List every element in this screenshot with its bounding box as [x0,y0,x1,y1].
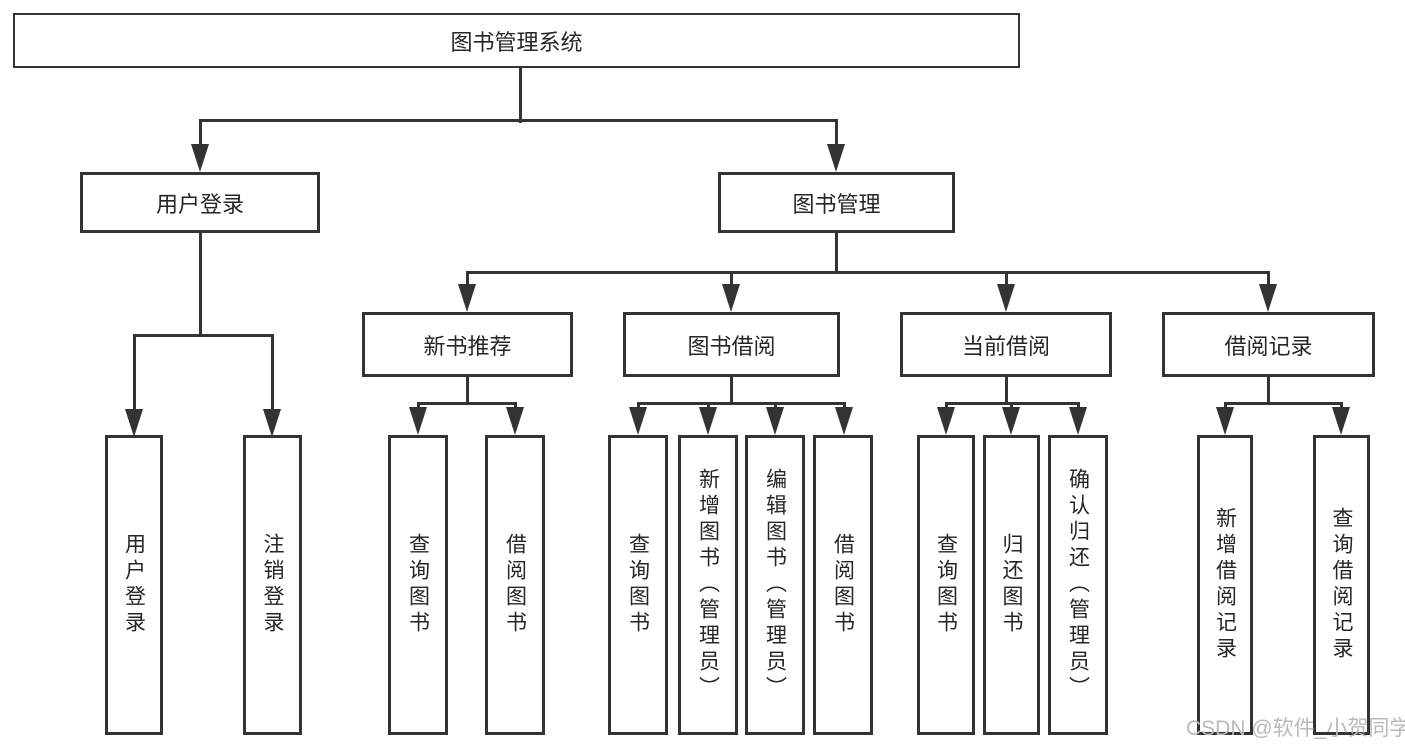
arrowhead-down-icon [766,407,784,435]
leaf-query-books-current-label: 查询图书 [934,533,958,637]
connector-line-vertical [271,335,274,413]
leaf-edit-books-admin-label: 编辑图书（管理员） [763,468,787,702]
arrowhead-down-icon [937,407,955,435]
leaf-query-books-borrowing-label: 查询图书 [626,533,650,637]
connector-line-horizontal [199,119,838,122]
node-user-login: 用户登录 [80,172,320,233]
arrowhead-down-icon [699,407,717,435]
node-new-book-recommendation: 新书推荐 [362,312,573,377]
leaf-return-books-label: 归还图书 [1000,533,1023,637]
node-book-borrowing-label: 图书借阅 [687,333,776,359]
leaf-user-login: 用户登录 [105,435,163,735]
connector-line-vertical [466,272,469,288]
connector-line-horizontal [417,402,517,405]
leaf-query-books-current: 查询图书 [917,435,975,735]
leaf-user-login-label: 用户登录 [122,533,146,637]
leaf-add-books-admin-label: 新增图书（管理员） [696,468,720,702]
leaf-logout: 注销登录 [243,435,302,735]
leaf-confirm-return-admin: 确认归还（管理员） [1048,435,1108,735]
leaf-confirm-return-admin-label: 确认归还（管理员） [1066,468,1090,702]
arrowhead-down-icon [997,284,1015,312]
node-library-system: 图书管理系统 [13,13,1020,68]
leaf-borrow-books-borrowing: 借阅图书 [813,435,873,735]
connector-line-horizontal [466,271,1270,274]
node-book-management-label: 图书管理 [792,191,881,217]
arrowhead-down-icon [1259,284,1277,312]
arrowhead-down-icon [1332,407,1350,435]
arrowhead-down-icon [629,407,647,435]
node-new-book-recommendation-label: 新书推荐 [423,333,512,359]
connector-line-vertical [519,68,522,123]
node-book-management: 图书管理 [718,172,955,233]
arrowhead-down-icon [1069,407,1087,435]
arrowhead-down-icon [409,407,427,435]
connector-line-vertical [1267,272,1270,288]
arrowhead-down-icon [125,409,143,437]
arrowhead-down-icon [835,407,853,435]
node-current-borrowing-label: 当前借阅 [961,333,1050,359]
connector-line-vertical [199,120,202,148]
node-current-borrowing: 当前借阅 [900,312,1112,377]
connector-line-vertical [1267,377,1270,405]
arrowhead-down-icon [1002,407,1020,435]
arrowhead-down-icon [722,284,740,312]
connector-line-horizontal [637,402,846,405]
arrowhead-down-icon [458,284,476,312]
node-borrowing-records-label: 借阅记录 [1224,333,1313,359]
connector-line-vertical [730,272,733,288]
arrowhead-down-icon [263,409,281,437]
leaf-add-borrow-record: 新增借阅记录 [1197,435,1253,735]
watermark: CSDN @软件_小贺同学 [1186,717,1405,740]
arrowhead-down-icon [191,144,209,172]
arrowhead-down-icon [827,144,845,172]
connector-line-horizontal [945,402,1080,405]
leaf-query-books-recommend-label: 查询图书 [406,533,430,637]
connector-line-vertical [133,335,136,413]
connector-line-horizontal [1224,402,1343,405]
leaf-return-books: 归还图书 [983,435,1040,735]
leaf-query-borrow-record: 查询借阅记录 [1313,435,1370,735]
node-user-login-label: 用户登录 [155,191,244,217]
connector-line-vertical [1005,377,1008,405]
node-book-borrowing: 图书借阅 [623,312,840,377]
leaf-add-books-admin: 新增图书（管理员） [678,435,738,735]
node-borrowing-records: 借阅记录 [1162,312,1375,377]
leaf-query-borrow-record-label: 查询借阅记录 [1330,507,1353,663]
connector-line-vertical [730,377,733,405]
leaf-query-books-recommend: 查询图书 [388,435,448,735]
leaf-borrow-books-borrowing-label: 借阅图书 [831,533,855,637]
connector-line-horizontal [133,334,274,337]
leaf-borrow-books-recommend-label: 借阅图书 [503,533,527,637]
leaf-add-borrow-record-label: 新增借阅记录 [1213,507,1237,663]
connector-line-vertical [835,120,838,148]
leaf-query-books-borrowing: 查询图书 [608,435,668,735]
node-library-system-label: 图书管理系统 [450,29,583,55]
leaf-logout-label: 注销登录 [261,533,284,637]
connector-line-vertical [199,233,202,337]
leaf-borrow-books-recommend: 借阅图书 [485,435,545,735]
connector-line-vertical [466,377,469,405]
arrowhead-down-icon [506,407,524,435]
connector-line-vertical [835,233,838,274]
arrowhead-down-icon [1216,407,1234,435]
leaf-edit-books-admin: 编辑图书（管理员） [745,435,805,735]
connector-line-vertical [1005,272,1008,288]
